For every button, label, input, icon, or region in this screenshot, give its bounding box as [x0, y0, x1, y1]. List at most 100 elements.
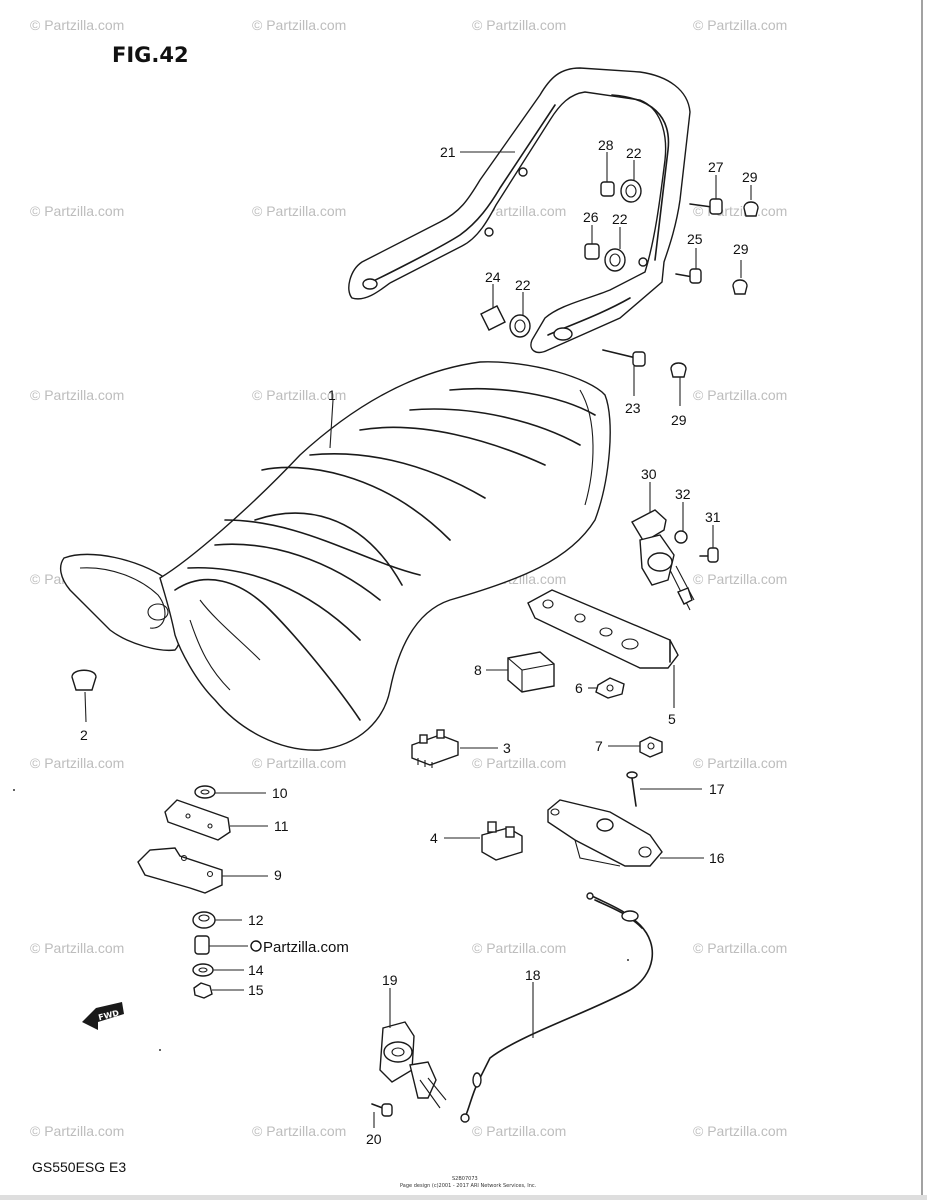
callout-26: 26 — [583, 209, 599, 225]
watermark: © Partzilla.com — [30, 387, 124, 403]
part-6-nut — [595, 677, 625, 699]
watermark: © Partzilla.com — [472, 755, 566, 771]
part-14-washer — [192, 963, 214, 977]
callout-22-upper: 22 — [626, 145, 642, 161]
callout-20: 20 — [366, 1131, 382, 1147]
watermark: © Partzilla.com — [693, 571, 787, 587]
callouts: 1 2 3 4 5 6 7 8 9 10 11 12 — [80, 137, 758, 1147]
callout-19: 19 — [382, 972, 398, 988]
part-29-cap-b — [732, 279, 748, 295]
callout-24: 24 — [485, 269, 501, 285]
callout-10: 10 — [272, 785, 288, 801]
part-22-cushion-upper — [620, 179, 642, 203]
callout-29-a: 29 — [742, 169, 758, 185]
callout-22-middle: 22 — [612, 211, 628, 227]
callout-30: 30 — [641, 466, 657, 482]
part-10-washer — [194, 785, 216, 799]
watermark: © Partzilla.com — [693, 940, 787, 956]
watermark: © Partzilla.com — [30, 755, 124, 771]
model-code: GS550ESG E3 — [32, 1159, 126, 1175]
callout-11: 11 — [274, 818, 289, 834]
callout-32: 32 — [675, 486, 691, 502]
watermark: © Partzilla.com — [252, 387, 346, 403]
bottom-border — [0, 1195, 927, 1200]
part-8-block — [507, 651, 555, 693]
callout-22-lower: 22 — [515, 277, 531, 293]
partzilla-mid-text: Partzilla.com — [263, 939, 349, 956]
part-23-bolt — [602, 349, 646, 367]
watermark: © Partzilla.com — [30, 1123, 124, 1139]
callout-8: 8 — [474, 662, 482, 678]
callout-9: 9 — [274, 867, 282, 883]
callout-5: 5 — [668, 711, 676, 727]
part-24-collar — [480, 305, 506, 331]
part-16-lock-plate — [547, 799, 663, 867]
part-9-bracket — [137, 847, 223, 894]
callout-23: 23 — [625, 400, 641, 416]
watermark: © Partzilla.com — [472, 17, 566, 33]
callout-28: 28 — [598, 137, 614, 153]
callout-7: 7 — [595, 738, 603, 754]
part-26-collar — [584, 243, 600, 260]
callout-3: 3 — [503, 740, 511, 756]
stray-dot — [13, 789, 15, 791]
callout-16: 16 — [709, 850, 725, 866]
part-29-cap-c — [670, 362, 687, 378]
part-11-plate — [164, 799, 231, 841]
figure-title: FIG.42 — [112, 43, 189, 67]
watermark: © Partzilla.com — [693, 755, 787, 771]
callout-31: 31 — [705, 509, 721, 525]
watermark: © Partzilla.com — [472, 1123, 566, 1139]
callout-27: 27 — [708, 159, 724, 175]
part-4-damper — [481, 821, 523, 861]
part-22-cushion-middle — [604, 248, 626, 272]
part-22-cushion-lower — [509, 314, 531, 338]
footer-line-2: Page design (c)2001 - 2017 ARI Network S… — [400, 1183, 537, 1189]
watermark: © Partzilla.com — [693, 17, 787, 33]
watermark: © Partzilla.com — [472, 940, 566, 956]
part-2-bumper — [71, 669, 97, 691]
watermark: © Partzilla.com — [693, 387, 787, 403]
part-31-screw — [699, 547, 719, 563]
callout-15: 15 — [248, 982, 264, 998]
watermark: © Partzilla.com — [30, 17, 124, 33]
callout-18: 18 — [525, 967, 541, 983]
callout-12: 12 — [248, 912, 264, 928]
part-29-cap-a — [743, 201, 759, 217]
callout-25: 25 — [687, 231, 703, 247]
callout-2: 2 — [80, 727, 88, 743]
part-13-collar — [194, 935, 210, 955]
watermark: © Partzilla.com — [252, 203, 346, 219]
fwd-arrow-icon: FWD — [82, 1002, 124, 1030]
callout-21: 21 — [440, 144, 456, 160]
callout-14: 14 — [248, 962, 264, 978]
part-21-grab-rail — [348, 67, 691, 354]
callout-1: 1 — [328, 387, 336, 403]
stray-dot — [159, 1049, 161, 1051]
part-15-nut — [193, 982, 213, 999]
watermark: © Partzilla.com — [252, 755, 346, 771]
part-17-screw — [626, 771, 638, 807]
watermark: © Partzilla.com — [30, 203, 124, 219]
part-25-bolt — [675, 268, 702, 284]
part-32-washer — [674, 530, 688, 544]
callout-29-b: 29 — [733, 241, 749, 257]
part-19-seat-lock — [379, 1021, 447, 1109]
stray-dot — [627, 959, 629, 961]
callout-4: 4 — [430, 830, 438, 846]
watermark: © Partzilla.com — [252, 17, 346, 33]
callout-29-c: 29 — [671, 412, 687, 428]
part-12-cushion — [192, 911, 216, 929]
watermark: © Partzilla.com — [693, 203, 787, 219]
part-28-collar — [600, 181, 615, 197]
part-18-cable — [460, 892, 654, 1123]
part-1-seat — [59, 361, 611, 751]
part-5-bracket — [527, 589, 679, 669]
part-20-screw — [371, 1103, 393, 1117]
part-3-damper — [411, 729, 459, 768]
watermark: © Partzilla.com — [252, 1123, 346, 1139]
watermark: © Partzilla.com — [30, 940, 124, 956]
footer-line-1: S2B07073 — [452, 1176, 478, 1182]
part-7-nut — [639, 736, 663, 758]
